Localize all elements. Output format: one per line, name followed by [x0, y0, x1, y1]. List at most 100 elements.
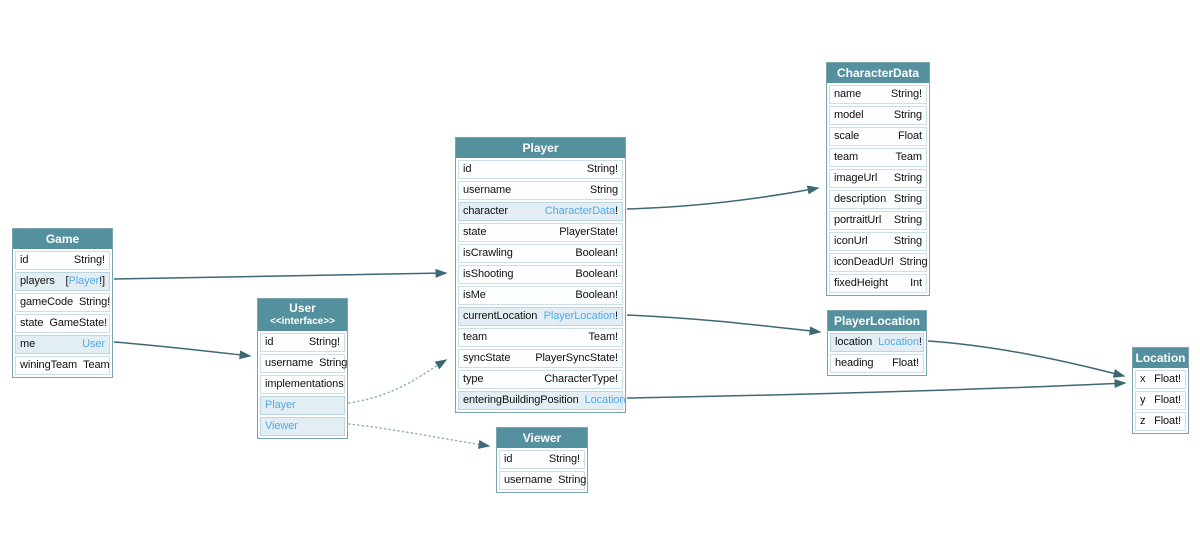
field-characterdata-team[interactable]: team Team	[829, 148, 927, 167]
field-game-me[interactable]: me User	[15, 335, 110, 354]
table-header-playerlocation[interactable]: PlayerLocation	[828, 311, 926, 331]
field-name: location	[835, 336, 873, 348]
type-link[interactable]: CharacterData	[544, 205, 616, 217]
edge-playerlocation-location-to-location[interactable]	[927, 340, 1126, 378]
field-type: String!	[586, 163, 618, 175]
field-player-state[interactable]: state PlayerState!	[458, 223, 623, 242]
field-name: y	[1140, 394, 1146, 406]
table-header-player[interactable]: Player	[456, 138, 625, 158]
type-link[interactable]: Location	[584, 394, 626, 406]
field-viewer-id[interactable]: id String!	[499, 450, 585, 469]
field-player-team[interactable]: team Team!	[458, 328, 623, 347]
type-link[interactable]: User	[82, 338, 105, 350]
field-game-state[interactable]: state GameState!	[15, 314, 110, 333]
field-name: heading	[835, 357, 874, 369]
table-header-game[interactable]: Game	[13, 229, 112, 249]
field-playerlocation-location[interactable]: location Location!	[830, 333, 924, 352]
implementation-link-player[interactable]: Player	[260, 396, 345, 415]
field-name: iconUrl	[834, 235, 868, 247]
field-characterdata-scale[interactable]: scale Float	[829, 127, 927, 146]
field-type: Team!	[588, 331, 619, 343]
type-link[interactable]: Player	[265, 399, 296, 411]
field-game-id[interactable]: id String!	[15, 251, 110, 270]
edge-user-implementation-viewer[interactable]	[348, 423, 491, 449]
field-game-players[interactable]: players [Player!]	[15, 272, 110, 291]
field-player-isme[interactable]: isMe Boolean!	[458, 286, 623, 305]
field-name: username	[463, 184, 512, 196]
field-characterdata-name[interactable]: name String!	[829, 85, 927, 104]
field-name: id	[265, 336, 274, 348]
type-link[interactable]: Location	[878, 336, 919, 348]
implementation-link-viewer[interactable]: Viewer	[260, 417, 345, 436]
field-characterdata-iconurl[interactable]: iconUrl String	[829, 232, 927, 251]
type-link[interactable]: Player	[68, 275, 100, 287]
field-player-type[interactable]: type CharacterType!	[458, 370, 623, 389]
edge-player-character-to-characterdata[interactable]	[626, 185, 820, 210]
type-table-location: Location x Float! y Float! z Float!	[1132, 347, 1189, 434]
field-location-y[interactable]: y Float!	[1135, 391, 1186, 410]
field-type: Int	[910, 277, 922, 289]
field-game-winingteam[interactable]: winingTeam Team	[15, 356, 110, 375]
field-type: String	[558, 474, 587, 486]
field-player-syncstate[interactable]: syncState PlayerSyncState!	[458, 349, 623, 368]
implementations-label-row: implementations	[260, 375, 345, 394]
field-player-currentlocation[interactable]: currentLocation PlayerLocation!	[458, 307, 623, 326]
field-characterdata-imageurl[interactable]: imageUrl String	[829, 169, 927, 188]
field-location-x[interactable]: x Float!	[1135, 370, 1186, 389]
field-location-z[interactable]: z Float!	[1135, 412, 1186, 431]
field-name: username	[504, 474, 553, 486]
field-type: CharacterType!	[544, 373, 618, 385]
edge-player-enteringbuildingposition-to-location[interactable]	[626, 379, 1127, 399]
field-type: Float!	[1154, 373, 1181, 385]
table-header-characterdata[interactable]: CharacterData	[827, 63, 929, 83]
field-name: imageUrl	[834, 172, 878, 184]
type-table-playerlocation: PlayerLocation location Location! headin…	[827, 310, 927, 376]
field-playerlocation-heading[interactable]: heading Float!	[830, 354, 924, 373]
type-link[interactable]: PlayerLocation	[543, 310, 616, 322]
table-header-viewer[interactable]: Viewer	[497, 428, 587, 448]
field-name: id	[504, 453, 513, 465]
field-type: String!	[548, 453, 580, 465]
field-name: gameCode	[20, 296, 74, 308]
edge-player-currentlocation-to-playerlocation[interactable]	[626, 314, 822, 336]
field-name: isCrawling	[463, 247, 513, 259]
field-name: id	[463, 163, 472, 175]
field-player-iscrawling[interactable]: isCrawling Boolean!	[458, 244, 623, 263]
field-name: state	[463, 226, 487, 238]
implementations-label: implementations	[265, 378, 344, 390]
field-characterdata-description[interactable]: description String	[829, 190, 927, 209]
field-type: Location	[585, 393, 626, 408]
field-type: Location!	[878, 336, 922, 348]
field-type: User	[82, 337, 105, 352]
field-type: String	[893, 193, 922, 205]
edge-game-players-to-player[interactable]	[113, 268, 448, 280]
field-characterdata-icondeadurl[interactable]: iconDeadUrl String	[829, 253, 928, 272]
field-characterdata-fixedheight[interactable]: fixedHeight Int	[829, 274, 927, 293]
field-name: winingTeam	[20, 359, 78, 371]
field-viewer-username[interactable]: username String	[499, 471, 587, 490]
field-game-gamecode[interactable]: gameCode String!	[15, 293, 110, 312]
field-characterdata-portraiturl[interactable]: portraitUrl String	[829, 211, 927, 230]
type-table-characterdata: CharacterData name String! model String …	[826, 62, 930, 296]
field-player-username[interactable]: username String	[458, 181, 623, 200]
field-name: syncState	[463, 352, 511, 364]
field-type: Float!	[892, 357, 919, 369]
field-name: x	[1140, 373, 1146, 385]
field-player-id[interactable]: id String!	[458, 160, 623, 179]
type-link[interactable]: Viewer	[265, 420, 298, 432]
field-characterdata-model[interactable]: model String	[829, 106, 927, 125]
field-type: PlayerLocation!	[543, 310, 618, 322]
field-player-character[interactable]: character CharacterData!	[458, 202, 623, 221]
field-user-id[interactable]: id String!	[260, 333, 345, 352]
field-type: Team	[895, 151, 923, 163]
field-player-enteringbuildingposition[interactable]: enteringBuildingPosition Location	[458, 391, 626, 410]
edge-game-me-to-user[interactable]	[113, 341, 252, 360]
field-user-username[interactable]: username String	[260, 354, 347, 373]
table-header-user[interactable]: User <<interface>>	[258, 299, 347, 331]
edge-user-implementation-player[interactable]	[348, 359, 448, 404]
field-player-isshooting[interactable]: isShooting Boolean!	[458, 265, 623, 284]
field-name: fixedHeight	[834, 277, 888, 289]
field-type: Float!	[1154, 415, 1181, 427]
table-header-location[interactable]: Location	[1133, 348, 1188, 368]
